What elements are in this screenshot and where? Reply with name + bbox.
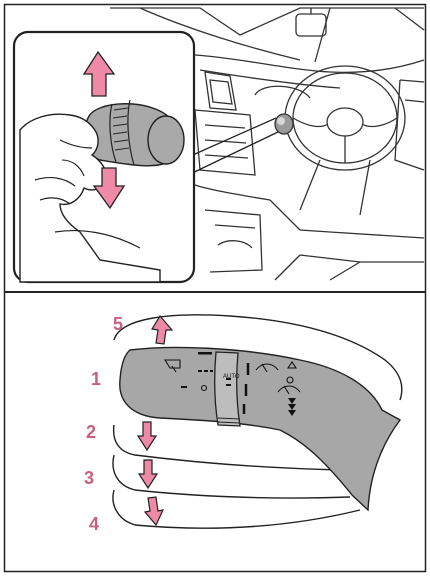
position-2-label: 2 — [86, 422, 96, 442]
stalk-location-marker — [275, 114, 293, 134]
position-4-down-arrow — [145, 497, 163, 525]
wiper-lever-stalk: AUTO — [120, 347, 400, 510]
position-1-label: 1 — [91, 369, 101, 389]
position-5-up-arrow — [152, 316, 172, 344]
position-5-label: 5 — [113, 314, 123, 334]
position-4-label: 4 — [89, 514, 99, 534]
position-3-label: 3 — [84, 468, 94, 488]
position-3-down-arrow — [139, 460, 157, 488]
position-2-down-arrow — [138, 422, 156, 450]
svg-text:AUTO: AUTO — [223, 374, 240, 380]
